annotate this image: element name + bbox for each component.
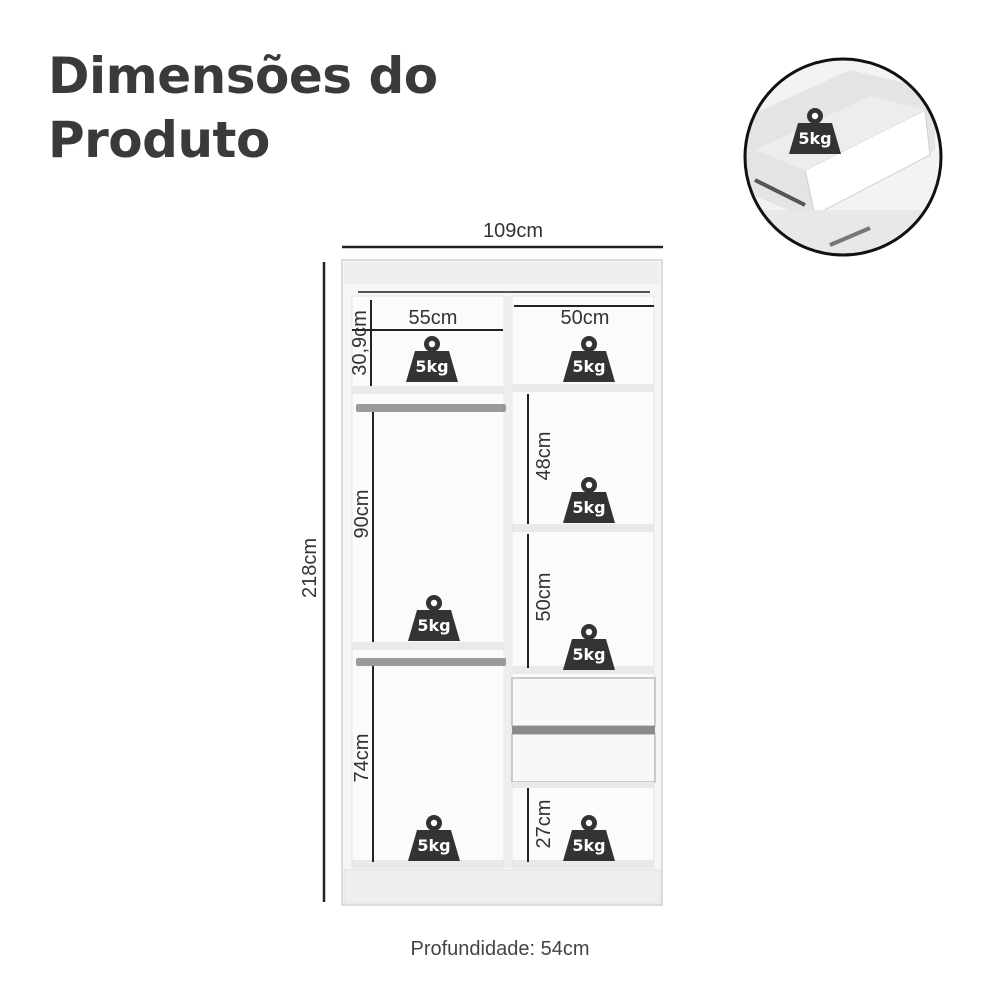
weight-label: 5kg xyxy=(415,357,449,376)
weight-icon: 5kg xyxy=(786,106,844,156)
total-width-label: 109cm xyxy=(482,220,544,242)
weight-label: 5kg xyxy=(572,836,606,855)
weight-icon: 5kg xyxy=(560,622,618,672)
lower-hanging-label: 74cm xyxy=(351,733,373,783)
left-bottom-base xyxy=(352,860,504,868)
top-niche-height-label: 30,9cm xyxy=(349,310,371,376)
weight-icon: 5kg xyxy=(560,334,618,384)
right-bottom-label: 27cm xyxy=(533,799,555,849)
right-bottom-base xyxy=(512,860,654,868)
upper-hanging-rod xyxy=(356,404,506,412)
weight-icon: 5kg xyxy=(405,593,463,643)
drawer-detail-image xyxy=(745,59,941,255)
page-title-line-2: Produto xyxy=(48,111,270,169)
weight-label: 5kg xyxy=(417,616,451,635)
page-title-line-1: Dimensões do xyxy=(48,47,438,105)
weight-label: 5kg xyxy=(572,357,606,376)
right-width-label: 50cm xyxy=(560,307,610,329)
weight-icon: 5kg xyxy=(403,334,461,384)
weight-icon: 5kg xyxy=(405,813,463,863)
left-middle-shelf xyxy=(352,642,504,650)
right-shelf-1-label: 48cm xyxy=(533,431,555,481)
upper-hanging-label: 90cm xyxy=(351,489,373,539)
wardrobe-top-panel xyxy=(344,262,660,284)
page-title: Dimensões do Produto xyxy=(48,44,508,172)
left-width-label: 55cm xyxy=(408,307,458,329)
right-shelf-2-label: 50cm xyxy=(533,572,555,622)
wardrobe-plinth xyxy=(343,869,661,904)
central-divider xyxy=(504,296,512,868)
weight-icon: 5kg xyxy=(560,475,618,525)
left-top-shelf xyxy=(352,386,504,394)
depth-label: Profundidade: 54cm xyxy=(410,938,590,960)
weight-label: 5kg xyxy=(798,129,832,148)
upper-drawer xyxy=(511,677,656,727)
right-shelf-1 xyxy=(512,524,654,532)
drawer-base-shelf xyxy=(512,782,654,788)
weight-label: 5kg xyxy=(417,836,451,855)
drawer-handle-gap xyxy=(512,726,655,734)
lower-hanging-rod xyxy=(356,658,506,666)
weight-label: 5kg xyxy=(572,498,606,517)
total-height-label: 218cm xyxy=(299,537,321,599)
weight-icon: 5kg xyxy=(560,813,618,863)
right-top-shelf xyxy=(512,384,654,392)
weight-label: 5kg xyxy=(572,645,606,664)
